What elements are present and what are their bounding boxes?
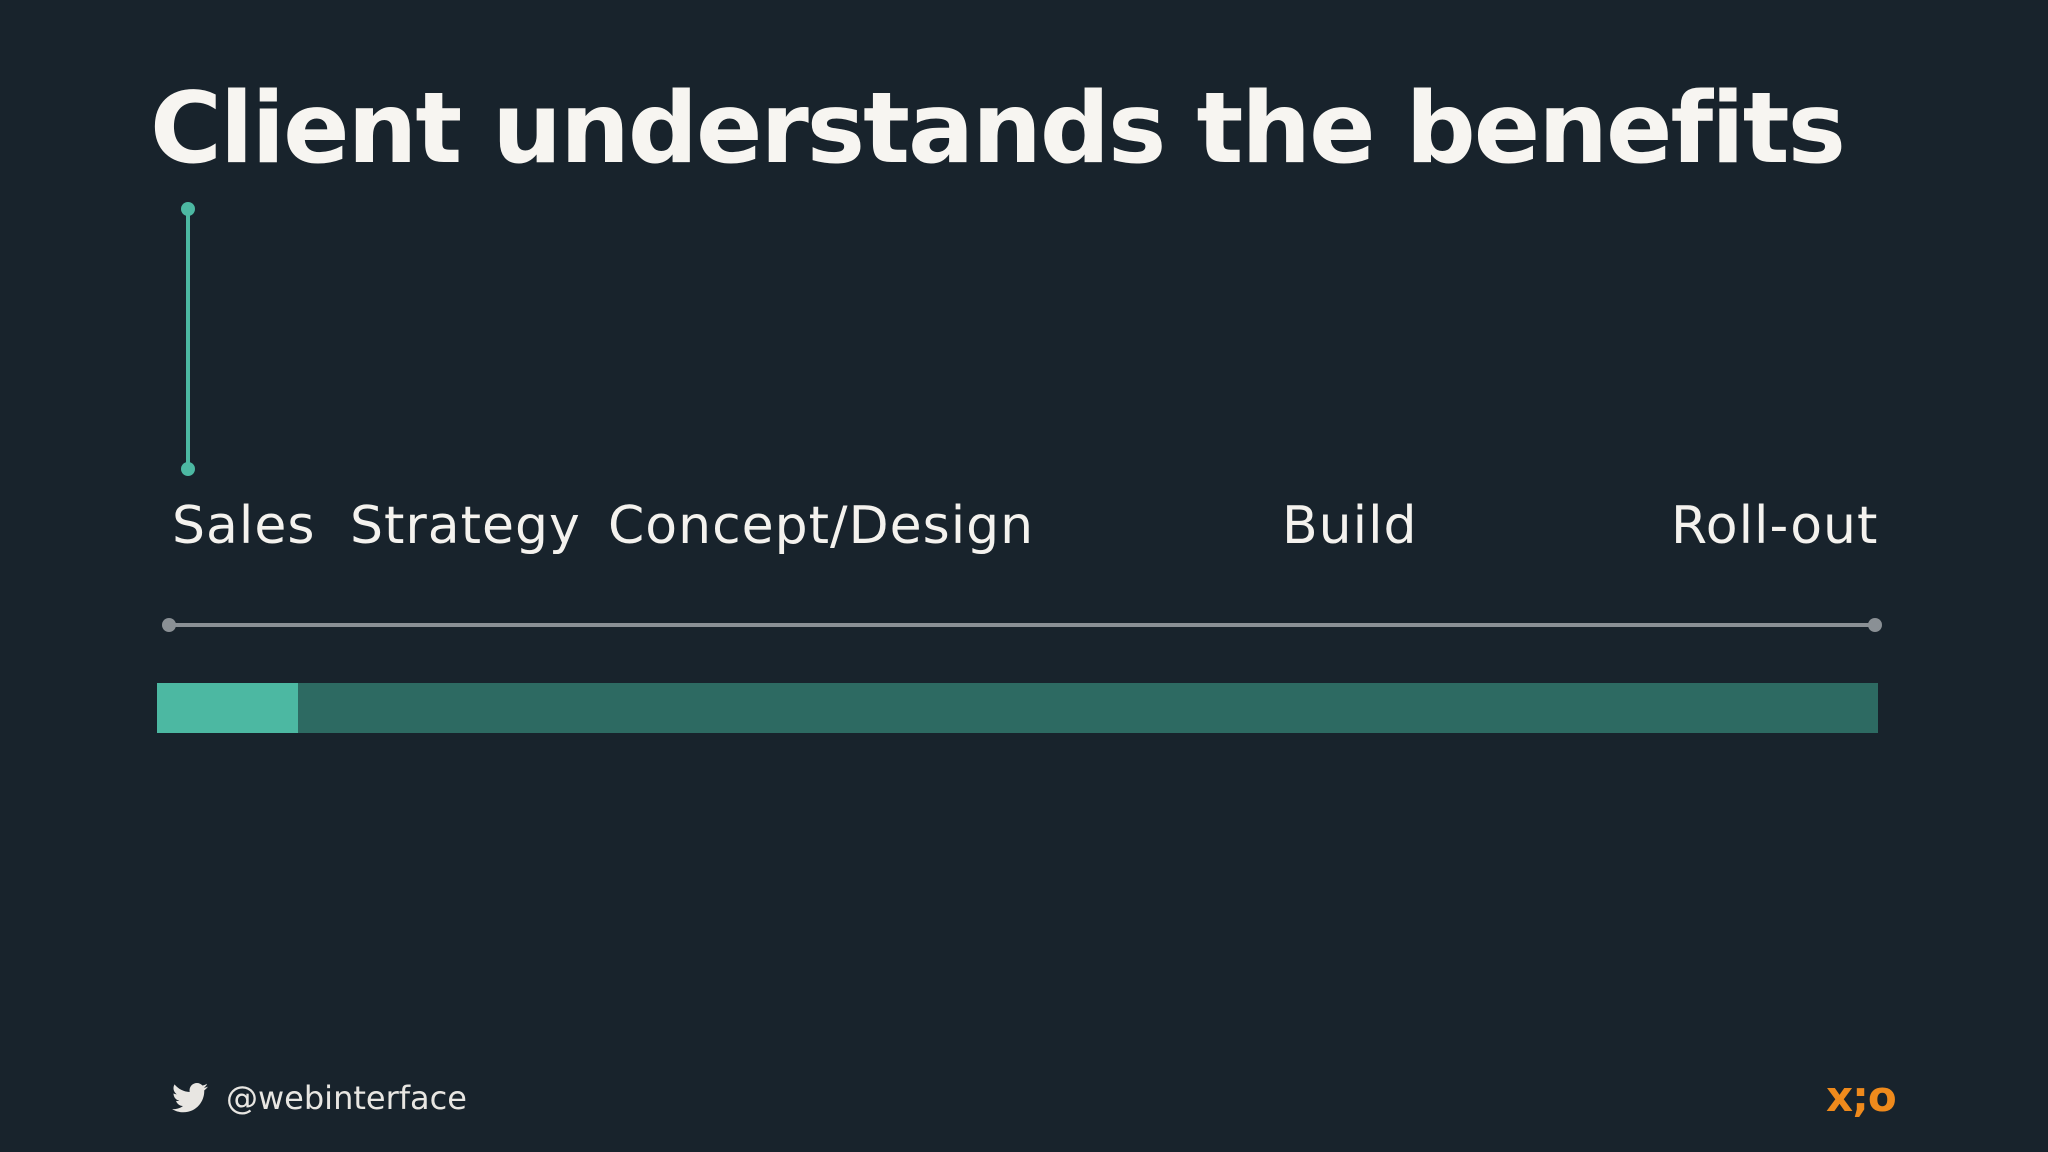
phase-label-concept-design: Concept/Design [608,496,1035,556]
timeline-track [168,623,1876,627]
phase-label-strategy: Strategy [350,496,581,556]
twitter-handle: @webinterface [172,1082,467,1114]
brand-logo: x;o [1826,1072,1897,1121]
timeline-end-dot [1868,618,1882,632]
phase-label-sales: Sales [172,496,316,556]
timeline-start-dot [162,618,176,632]
progress-bar [157,683,1878,733]
slide-title: Client understands the benefits [150,72,1846,186]
phase-marker-bottom-dot [181,462,195,476]
twitter-bird-icon [172,1083,208,1113]
timeline [162,617,1882,633]
twitter-handle-text: @webinterface [226,1079,467,1117]
progress-bar-fill [157,683,298,733]
phase-marker-line [186,208,190,470]
phase-marker [181,202,195,476]
phase-label-roll-out: Roll-out [1671,496,1879,556]
phase-label-build: Build [1282,496,1418,556]
